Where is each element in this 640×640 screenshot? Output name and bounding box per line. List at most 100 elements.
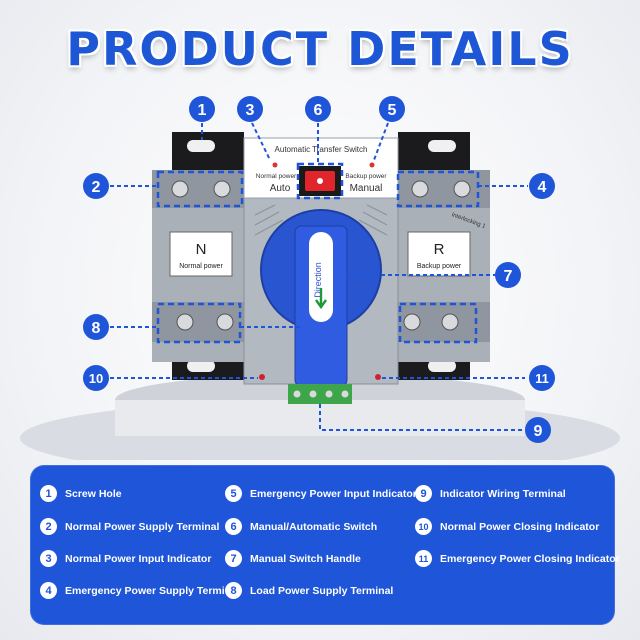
screw-hole-top-right bbox=[428, 140, 456, 152]
svg-text:6: 6 bbox=[314, 102, 323, 119]
switch-dot bbox=[317, 178, 323, 184]
legend-panel: 1 Screw Hole 2 Normal Power Supply Termi… bbox=[30, 465, 620, 625]
right-bottom-screw-1 bbox=[403, 313, 421, 331]
callout-markers: 1 3 6 5 2 4 7 8 10 11 9 bbox=[83, 96, 555, 443]
handle-direction-text: Direction bbox=[313, 262, 323, 298]
legend-number: 11 bbox=[415, 550, 432, 567]
legend-text: Indicator Wiring Terminal bbox=[440, 487, 566, 500]
wiring-screw-1 bbox=[293, 390, 301, 398]
highlight-switch bbox=[296, 162, 344, 200]
callout-6: 6 bbox=[305, 96, 331, 122]
legend-text: Emergency Power Supply Terminal bbox=[65, 584, 240, 597]
left-top-screw-2 bbox=[213, 180, 231, 198]
normal-power-input-indicator bbox=[272, 162, 278, 168]
legend-number: 3 bbox=[40, 550, 57, 567]
highlight-emergency-terminal bbox=[396, 170, 480, 208]
left-top-screw-1 bbox=[171, 180, 189, 198]
svg-text:2: 2 bbox=[92, 179, 101, 196]
svg-text:1: 1 bbox=[198, 102, 207, 119]
callout-3: 3 bbox=[237, 96, 263, 122]
svg-text:11: 11 bbox=[535, 371, 549, 386]
r-caption: Backup power bbox=[417, 263, 462, 270]
highlight-load-right bbox=[398, 302, 478, 344]
callout-8: 8 bbox=[83, 314, 109, 340]
legend-item-4: 4 Emergency Power Supply Terminal bbox=[40, 582, 240, 599]
legend-text: Normal Power Closing Indicator bbox=[440, 520, 600, 533]
r-letter: R bbox=[434, 241, 445, 258]
vent-lines bbox=[254, 204, 388, 236]
legend-number: 2 bbox=[40, 518, 57, 535]
svg-text:3: 3 bbox=[246, 102, 255, 119]
legend-text: Normal Power Input Indicator bbox=[65, 552, 212, 565]
normal-power-text: Normal power bbox=[256, 173, 297, 180]
normal-power-closing-indicator bbox=[259, 374, 265, 380]
leader-lines bbox=[110, 122, 528, 431]
legend-item-10: 10 Normal Power Closing Indicator bbox=[415, 518, 599, 535]
highlight-normal-terminal bbox=[156, 170, 244, 208]
auto-text: Auto bbox=[270, 183, 291, 194]
svg-text:9: 9 bbox=[534, 423, 543, 440]
legend-number: 9 bbox=[415, 485, 432, 502]
legend-item-8: 8 Load Power Supply Terminal bbox=[225, 582, 393, 599]
right-top-screw-2 bbox=[453, 180, 471, 198]
legend-item-7: 7 Manual Switch Handle bbox=[225, 550, 361, 567]
screw-hole-top-left bbox=[187, 140, 215, 152]
left-bottom-screw-1 bbox=[176, 313, 194, 331]
highlight-boxes bbox=[156, 162, 480, 344]
handle-insert bbox=[309, 232, 333, 322]
manual-text: Manual bbox=[350, 183, 383, 194]
legend-text: Manual Switch Handle bbox=[250, 552, 361, 565]
callout-1: 1 bbox=[189, 96, 215, 122]
callout-11: 11 bbox=[529, 365, 555, 391]
screw-hole-bottom-right bbox=[428, 360, 456, 372]
callout-7: 7 bbox=[495, 262, 521, 288]
legend-item-2: 2 Normal Power Supply Terminal bbox=[40, 518, 219, 535]
callout-9: 9 bbox=[525, 417, 551, 443]
n-letter: N bbox=[196, 241, 207, 258]
svg-text:7: 7 bbox=[504, 268, 513, 285]
legend-number: 8 bbox=[225, 582, 242, 599]
backup-power-text: Backup power bbox=[345, 173, 387, 180]
legend-number: 1 bbox=[40, 485, 57, 502]
screw-hole-bottom-left bbox=[187, 360, 215, 372]
panel-title: Automatic Transfer Switch bbox=[275, 145, 368, 154]
callout-4: 4 bbox=[529, 173, 555, 199]
legend-text: Screw Hole bbox=[65, 487, 122, 500]
right-top-screw-1 bbox=[411, 180, 429, 198]
legend-number: 4 bbox=[40, 582, 57, 599]
legend-number: 5 bbox=[225, 485, 242, 502]
legend-item-3: 3 Normal Power Input Indicator bbox=[40, 550, 211, 567]
legend-item-1: 1 Screw Hole bbox=[40, 485, 122, 502]
legend-text: Manual/Automatic Switch bbox=[250, 520, 378, 533]
emergency-power-input-indicator bbox=[369, 162, 375, 168]
legend-item-5: 5 Emergency Power Input Indicator bbox=[225, 485, 417, 502]
wiring-screw-4 bbox=[341, 390, 349, 398]
legend-number: 10 bbox=[415, 518, 432, 535]
wiring-screw-2 bbox=[309, 390, 317, 398]
callout-5: 5 bbox=[379, 96, 405, 122]
legend-text: Load Power Supply Terminal bbox=[250, 584, 394, 597]
n-caption: Normal power bbox=[179, 263, 223, 270]
legend-number: 6 bbox=[225, 518, 242, 535]
legend-item-6: 6 Manual/Automatic Switch bbox=[225, 518, 377, 535]
svg-text:10: 10 bbox=[89, 371, 103, 386]
transfer-switch-illustration: N Normal power R Backup power Interlocki… bbox=[20, 96, 620, 460]
right-bottom-screw-2 bbox=[441, 313, 459, 331]
left-bottom-screw-2 bbox=[216, 313, 234, 331]
legend-item-11: 11 Emergency Power Closing Indicator bbox=[415, 550, 620, 567]
wiring-screw-3 bbox=[325, 390, 333, 398]
callout-10: 10 bbox=[83, 365, 109, 391]
arrow-down-icon bbox=[315, 288, 327, 310]
legend-text: Emergency Power Closing Indicator bbox=[440, 552, 620, 565]
legend-item-9: 9 Indicator Wiring Terminal bbox=[415, 485, 566, 502]
normal-power-label-plate bbox=[169, 231, 233, 277]
legend-text: Normal Power Supply Terminal bbox=[65, 520, 220, 533]
highlight-load-left bbox=[156, 302, 242, 344]
indicator-wiring-terminal bbox=[288, 384, 352, 404]
legend-number: 7 bbox=[225, 550, 242, 567]
svg-text:5: 5 bbox=[388, 102, 397, 119]
emergency-power-closing-indicator bbox=[375, 374, 381, 380]
svg-text:8: 8 bbox=[92, 320, 101, 337]
page-title: PRODUCT DETAILS bbox=[66, 22, 574, 76]
